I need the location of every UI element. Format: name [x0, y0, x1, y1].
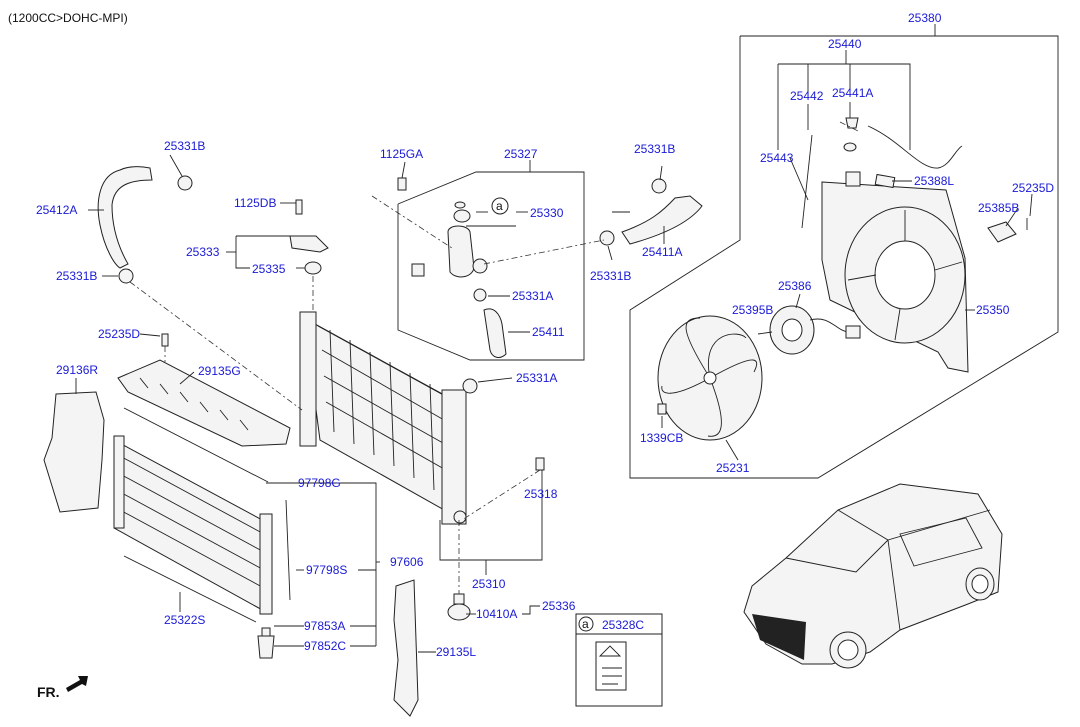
bolt-1125DB — [295, 199, 303, 215]
label-25380[interactable]: 25380 — [908, 11, 942, 25]
air-guard-upper — [117, 359, 291, 447]
engine-spec-title: (1200CC>DOHC-MPI) — [8, 11, 128, 25]
drain-25318 — [535, 457, 545, 471]
label-25440[interactable]: 25440 — [828, 37, 862, 51]
connector-25385B — [987, 221, 1017, 243]
bushing-97853A — [261, 627, 271, 637]
label-25411A[interactable]: 25411A — [642, 245, 682, 259]
label-97852C[interactable]: 97852C — [304, 639, 346, 653]
callout-box-part[interactable]: 25328C — [602, 618, 644, 632]
callout-box-marker: a — [582, 617, 589, 631]
label-25385B[interactable]: 25385B — [978, 201, 1019, 215]
label-25331B-2[interactable]: 25331B — [56, 269, 97, 283]
clamp-25331A-radiator — [462, 378, 478, 394]
label-25336[interactable]: 25336 — [542, 599, 576, 613]
label-97798G[interactable]: 97798G — [298, 476, 341, 490]
side-guard-L — [393, 579, 419, 717]
hose-25411 — [483, 308, 507, 358]
front-arrow-icon — [66, 676, 88, 692]
clamp-25331A — [473, 288, 487, 302]
leader-lines — [75, 154, 1033, 653]
radiator-right-tank — [441, 389, 467, 525]
vehicle-illustration — [743, 483, 1003, 669]
fan-assembly-group — [629, 24, 1059, 479]
label-29135G[interactable]: 29135G — [198, 364, 241, 378]
label-25310[interactable]: 25310 — [472, 577, 506, 591]
label-97798S[interactable]: 97798S — [306, 563, 347, 577]
side-guard-R — [43, 391, 105, 513]
motor-connector — [845, 325, 861, 339]
assembly-lines — [129, 121, 861, 411]
label-25411[interactable]: 25411 — [532, 325, 565, 339]
grille-highlight — [752, 614, 806, 660]
bolt-25235D — [161, 333, 169, 347]
hose-clip — [845, 117, 859, 129]
upper-hose — [97, 166, 153, 269]
label-25442[interactable]: 25442 — [790, 89, 824, 103]
label-plate — [874, 173, 896, 189]
condenser — [113, 407, 291, 659]
callout-marker-a: a — [496, 199, 503, 213]
label-25395B[interactable]: 25395B — [732, 303, 773, 317]
label-25335[interactable]: 25335 — [252, 262, 286, 276]
part-labels: 25380 25440 25442 25441A 25443 25388L 25… — [36, 11, 1054, 659]
label-25331A-2[interactable]: 25331A — [516, 371, 557, 385]
clamp-25331B-bottom — [118, 268, 134, 284]
label-25412A[interactable]: 25412A — [36, 203, 77, 217]
label-25441A[interactable]: 25441A — [832, 86, 873, 100]
label-29135L[interactable]: 29135L — [436, 645, 476, 659]
label-25331B-3[interactable]: 25331B — [634, 142, 675, 156]
label-25322S[interactable]: 25322S — [164, 613, 205, 627]
clamp-25331B-hose — [651, 178, 667, 194]
callout-box — [575, 613, 663, 707]
bolt-1125GA — [397, 177, 407, 191]
label-25331A-1[interactable]: 25331A — [512, 289, 553, 303]
bleed-plug — [411, 263, 425, 277]
clamp-25331B-lower — [599, 230, 615, 246]
label-97606[interactable]: 97606 — [390, 555, 424, 569]
label-25388L[interactable]: 25388L — [914, 174, 954, 188]
label-25333[interactable]: 25333 — [186, 245, 220, 259]
label-97853A[interactable]: 97853A — [304, 619, 345, 633]
reservoir-cap — [845, 171, 861, 187]
label-1339CB[interactable]: 1339CB — [640, 431, 683, 445]
label-25231[interactable]: 25231 — [716, 461, 750, 475]
label-29136R[interactable]: 29136R — [56, 363, 98, 377]
label-1125GA[interactable]: 1125GA — [380, 147, 423, 161]
label-25235D-right[interactable]: 25235D — [1012, 181, 1054, 195]
insulator-10410A — [453, 593, 465, 605]
mount-cup-25336 — [447, 603, 471, 621]
fan-nut — [657, 403, 667, 415]
front-direction-label: FR. — [37, 684, 60, 700]
label-25331B-4[interactable]: 25331B — [590, 269, 631, 283]
label-25327[interactable]: 25327 — [504, 147, 538, 161]
thermostat-group — [397, 160, 585, 361]
mount-97852C — [257, 635, 275, 659]
label-25318[interactable]: 25318 — [524, 487, 558, 501]
clamp-25331B-top — [177, 175, 193, 191]
label-10410A[interactable]: 10410A — [476, 607, 517, 621]
radiator — [299, 311, 478, 525]
lower-hose — [621, 195, 703, 245]
label-25350[interactable]: 25350 — [976, 303, 1010, 317]
bracket-25333 — [289, 235, 329, 253]
label-25443[interactable]: 25443 — [760, 151, 794, 165]
thermostat-cap — [453, 209, 471, 223]
label-25331B-1[interactable]: 25331B — [164, 139, 205, 153]
mount-25335 — [304, 261, 322, 275]
label-25235D-left[interactable]: 25235D — [98, 327, 140, 341]
thermostat-housing — [447, 225, 475, 278]
callout-marker-circle — [491, 197, 509, 215]
label-25330[interactable]: 25330 — [530, 206, 564, 220]
label-25386[interactable]: 25386 — [778, 279, 812, 293]
radiator-left-tank — [299, 311, 317, 447]
o-ring — [843, 142, 857, 152]
receiver-drier — [259, 513, 273, 615]
label-1125DB[interactable]: 1125DB — [234, 196, 276, 210]
